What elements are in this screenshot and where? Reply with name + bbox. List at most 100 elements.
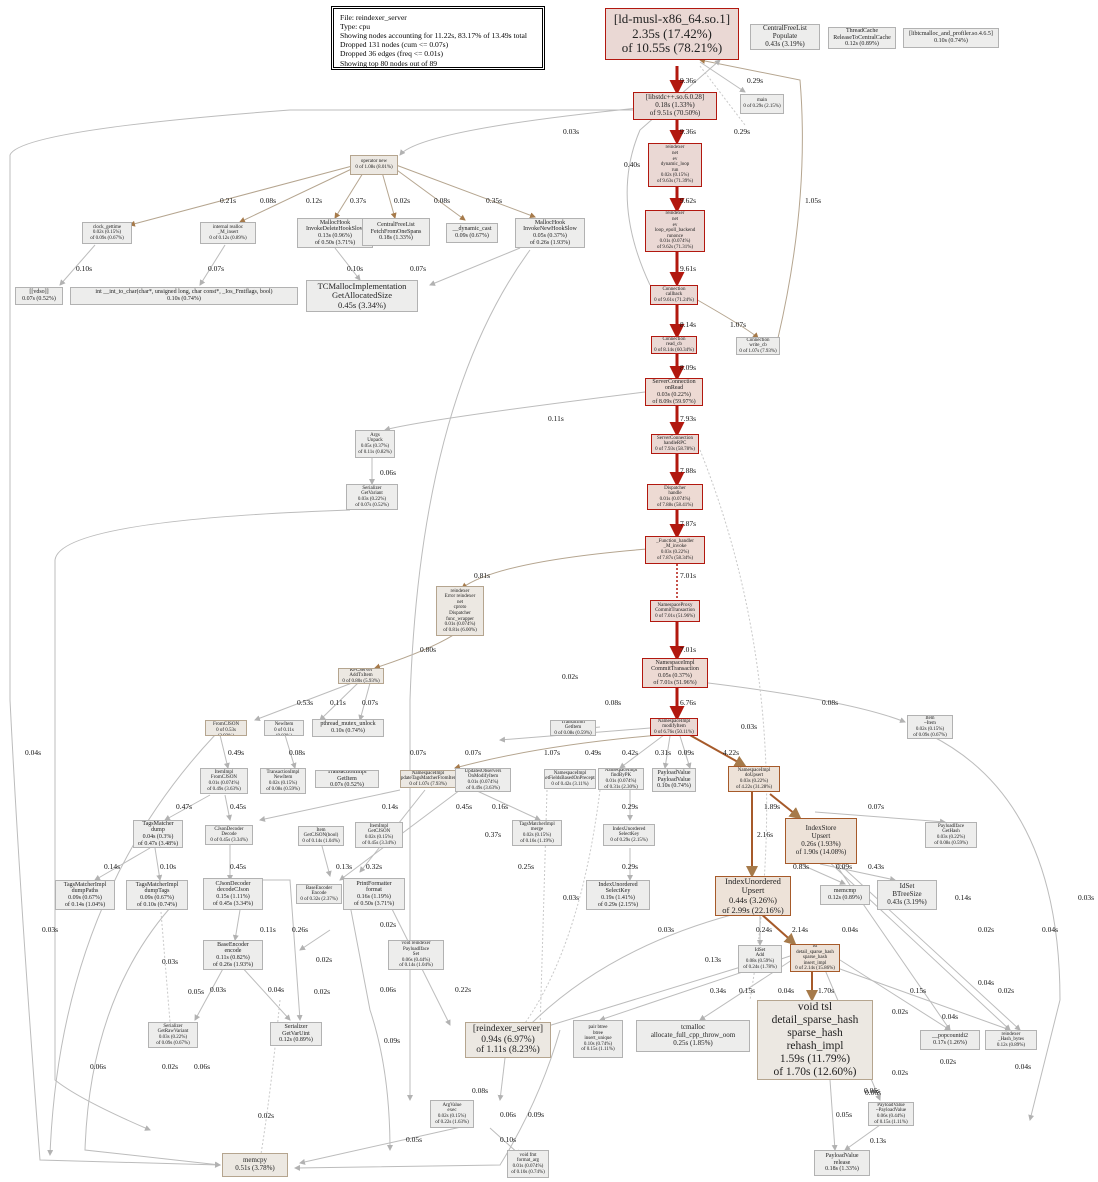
node-tx-getitem[interactable]: Transaction GetItem 0 of 0.08s (0.59%) [550, 720, 596, 736]
node-ns-updatetags[interactable]: NamespaceImpl updateTagsMatcherFromItem … [400, 770, 456, 788]
node-ns-findbypk[interactable]: NamespaceImpl findByPK 0.01s (0.074%) of… [598, 768, 644, 790]
edge-label: 0.08s [822, 698, 839, 707]
edge [159, 899, 171, 1023]
edge-label: 8.09s [680, 363, 697, 372]
node-idxunordered-selectkey[interactable]: IndexUnordered SelectKey 0 of 0.29s (2.1… [603, 824, 655, 846]
node-baseencoder-encode[interactable]: BaseEncoder Encode 0 of 0.32s (2.37%) [296, 884, 342, 904]
node-tagsmatcher-merge[interactable]: TagsMatcherImpl merge 0.02s (0.15%) of 0… [512, 820, 562, 846]
node-reindexer-server[interactable]: [reindexer_server] 0.94s (6.97%) of 1.11… [465, 1022, 551, 1058]
node-serverconnection-handle[interactable]: ServerConnection handleRPC 0 of 7.93s (5… [651, 434, 699, 454]
node-void-reindexer-set[interactable]: void reindexer PayloadIface Set 0.06s (0… [388, 940, 444, 970]
node-vdso[interactable]: [[vdso]] 0.07s (0.52%) [15, 287, 63, 305]
node-cjsondecoder-decodecjson[interactable]: CJsonDecoder decodeCJson 0.15s (1.11%) o… [203, 878, 263, 910]
node-ns-setfields[interactable]: NamespaceImpl setFieldsBasedOnPrecepts 0… [544, 769, 596, 789]
node-idxunordered-select2[interactable]: IndexUnordered SelectKey 0.19s (1.41%) o… [586, 880, 650, 910]
edge-label: 0.31s [655, 748, 672, 757]
edge-label: 0.07s [868, 802, 885, 811]
edge-label: 0.07s [362, 698, 379, 707]
edge-label: 0.06s [90, 1062, 107, 1071]
node-mallochook-new[interactable]: MallocHook InvokeNewHookSlow 0.05s (0.37… [515, 218, 585, 248]
node-rpc-addtxitem[interactable]: RPCServer AddTxItem 0 of 0.80s (5.93%) [338, 668, 384, 684]
node-payloadvalue-dtor[interactable]: PayloadValue ~PayloadValue 0.06s (0.44%)… [868, 1102, 914, 1126]
edge-label: 1.07s [730, 320, 747, 329]
node-serverconnection-onread[interactable]: ServerConnection onRead 0.03s (0.22%) of… [645, 378, 703, 406]
edge-label: 0.45s [230, 862, 247, 871]
node-tm-dumppaths[interactable]: TagsMatcherImpl dumpPaths 0.09s (0.67%) … [55, 880, 115, 910]
node-nsimpl-commit[interactable]: NamespaceImpl CommitTransaction 0.05s (0… [642, 658, 708, 688]
node-item-dtor[interactable]: Item ~Item 0.02s (0.15%) of 0.09s (0.67%… [907, 715, 953, 739]
node-tximpl-getitem[interactable]: TransactionImpl GetItem 0.07s (0.52%) [315, 770, 379, 788]
node-tm-dumptags[interactable]: TagsMatcherImpl dumpTags 0.09s (0.67%) o… [126, 880, 188, 910]
node-internal-realloc[interactable]: internal realloc _M_insert 0 of 0.12s (0… [200, 222, 256, 244]
edge [239, 964, 291, 1021]
node-updates-observers[interactable]: UpdatesObservers OnModifyItem 0.01s (0.0… [455, 768, 511, 792]
node-argvalue-exec[interactable]: ArgValue exec 0.02s (0.15%) of 0.22s (1.… [430, 1100, 474, 1128]
node-dispatcher-handle[interactable]: Dispatcher handle 0.01s (0.074%) of 7.88… [647, 484, 703, 510]
node-centralfreelist-populate[interactable]: CentralFreeList Populate 0.43s (3.19%) [750, 24, 820, 50]
edge-label: 0.08s [472, 1086, 489, 1095]
node-itemimpl-getcjson[interactable]: ItemImpl GetCJSON 0.02s (0.15%) of 0.45s… [355, 822, 403, 848]
node-connection-read[interactable]: Connection read_cb 0 of 8.14s (60.34%) [651, 336, 697, 354]
node-threadcache-release[interactable]: ThreadCache ReleaseToCentralCache 0.12s … [828, 27, 896, 49]
node-ser-getrawvariant[interactable]: Serializer GetRawVariant 0.03s (0.22%) o… [148, 1022, 198, 1048]
node-main[interactable]: main 0 of 0.29s (2.15%) [740, 94, 784, 114]
node-cjsondecoder-decode[interactable]: CJsonDecoder Decode 0 of 0.45s (3.34%) [205, 825, 253, 845]
node-idxunordered-upsert[interactable]: IndexUnordered Upsert 0.44s (3.26%) of 2… [715, 876, 791, 916]
edge [662, 735, 671, 769]
node-itemimpl-fromcjson[interactable]: ItemImpl FromCJSON 0.01s (0.074%) of 0.4… [200, 768, 248, 794]
node-payloadvalue[interactable]: PayloadValue PayloadValue 0.10s (0.74%) [652, 768, 696, 792]
node-libtcmalloc[interactable]: [libtcmalloc_and_profiler.so.4.6.5] 0.10… [903, 28, 999, 48]
node-popcount[interactable]: __popcountdi2 0.17s (1.26%) [920, 1030, 980, 1050]
node-tcmalloc-getallocatedsize[interactable]: TCMallocImplementation GetAllocatedSize … [306, 280, 418, 312]
node-indexstore-upsert[interactable]: IndexStore Upsert 0.26s (1.93%) of 1.90s… [785, 818, 857, 864]
node-nsimpl-modify[interactable]: NamespaceImpl modifyItem 0 of 6.76s (50.… [650, 718, 698, 736]
node-connection-callback[interactable]: Connection callback 0 of 9.61s (71.24%) [650, 285, 698, 305]
node-tsl-insert[interactable]: tsl detail_sparse_hash sparse_hash inser… [790, 944, 840, 972]
node-idset-btreesize[interactable]: IdSet BTreeSize 0.43s (3.19%) [877, 880, 937, 910]
node-nsimpl-doupsert[interactable]: NamespaceImpl doUpsert 0.03s (0.22%) of … [728, 766, 780, 792]
edge-label: 2.14s [792, 925, 809, 934]
node-tagsmatcher-dump[interactable]: TagsMatcher dump 0.04s (0.3%) of 0.47s (… [133, 820, 183, 848]
node-nsproxy-commit[interactable]: NamespaceProxy CommitTransaction 0 of 7.… [650, 600, 700, 622]
node-int-to-char[interactable]: int __int_to_char(char*, unsigned long, … [70, 287, 298, 305]
node-connection-write[interactable]: Connection write_cb 0 of 1.07s (7.93%) [736, 337, 780, 355]
node-idset-add[interactable]: IdSet Add 0.08s (0.59%) of 0.24s (1.78%) [738, 945, 782, 973]
node-function-handler[interactable]: _Function_handler _M_invoke 0.03s (0.22%… [645, 536, 705, 564]
node-pthread-mutex[interactable]: pthread_mutex_unlock 0.10s (0.74%) [312, 719, 384, 737]
node-error-func-wrapper[interactable]: reindexer Error reindexer net cproto Dis… [436, 586, 484, 636]
edge-label: 0.03s [658, 925, 675, 934]
edge [194, 964, 226, 1021]
node-dynamic-cast[interactable]: __dynamic_cast 0.09s (0.67%) [446, 223, 498, 243]
node-baseencoder-encode2[interactable]: BaseEncoder encode 0.11s (0.82%) of 0.26… [203, 940, 263, 970]
edge-label: 0.02s [162, 1062, 179, 1071]
node-tsl-rehash[interactable]: void tsl detail_sparse_hash sparse_hash … [757, 1000, 873, 1080]
node-cfl-fetch[interactable]: CentralFreeList FetchFromOneSpans 0.18s … [362, 218, 430, 246]
edge-label: 0.11s [260, 925, 276, 934]
node-memcmp[interactable]: memcmp 0.12s (0.89%) [820, 885, 870, 905]
node-hash-bytes[interactable]: reindexer _Hash_bytes 0.12s (0.89%) [985, 1030, 1037, 1050]
node-operator-new[interactable]: operator new 0 of 1.08s (8.01%) [350, 155, 398, 175]
node-args-unpack[interactable]: Args Unpack 0.05s (0.37%) of 0.11s (0.82… [355, 430, 395, 458]
node-serializer-getvariant[interactable]: Serializer GetVariant 0.03s (0.22%) of 0… [346, 484, 398, 510]
node-memcpy[interactable]: memcpy 0.51s (3.78%) [222, 1153, 288, 1177]
node-tcmalloc-oom[interactable]: tcmalloc allocate_full_cpp_throw_oom 0.2… [636, 1020, 750, 1052]
node-libstdcpp[interactable]: [libstdc++.so.6.0.28] 0.18s (1.33%) of 9… [633, 92, 717, 120]
edge [497, 1057, 506, 1101]
node-item-fromcjson[interactable]: Item FromCJSON 0 of 0.53s (3.93%) [205, 720, 247, 736]
edge [259, 789, 401, 822]
node-tx-newitem[interactable]: Transaction NewItem 0 of 0.11s (0.82%) [264, 720, 304, 736]
node-ser-getvaruint[interactable]: Serializer GetVarUint 0.12s (0.89%) [270, 1022, 322, 1046]
node-void-fmt[interactable]: void fmt format_arg 0.01s (0.074%) of 0.… [507, 1150, 549, 1178]
node-item-getcjson[interactable]: Item GetCJSON(bool) 0 of 0.14s (1.04%) [298, 826, 344, 846]
node-dynamic-loop[interactable]: reindexer net ev dynamic_loop run 0.02s … [648, 143, 702, 187]
node-tximpl-newitem[interactable]: TransactionImpl NewItem 0.02s (0.15%) of… [260, 768, 306, 794]
node-ld-musl[interactable]: [ld-musl-x86_64.so.1] 2.35s (17.42%) of … [605, 8, 739, 60]
node-printformatter-format[interactable]: PrintFormatter format 0.16s (1.19%) of 0… [343, 878, 405, 910]
node-payloadvalue-release[interactable]: PayloadValue release 0.18s (1.33%) [814, 1150, 870, 1176]
node-epoll-backend[interactable]: reindexer net ev loop_epoll_backend runo… [645, 210, 705, 252]
edge-label: 0.29s [622, 802, 639, 811]
node-clock-gettime[interactable]: clock_gettime 0.02s (0.15%) of 0.09s (0.… [82, 222, 132, 244]
node-pair-btree[interactable]: pair btree btree insert_unique 0.10s (0.… [573, 1020, 623, 1058]
edge-label: 0.13s [336, 862, 353, 871]
node-payload-gethash[interactable]: PayloadIface GetHash 0.03s (0.22%) of 0.… [925, 822, 977, 848]
